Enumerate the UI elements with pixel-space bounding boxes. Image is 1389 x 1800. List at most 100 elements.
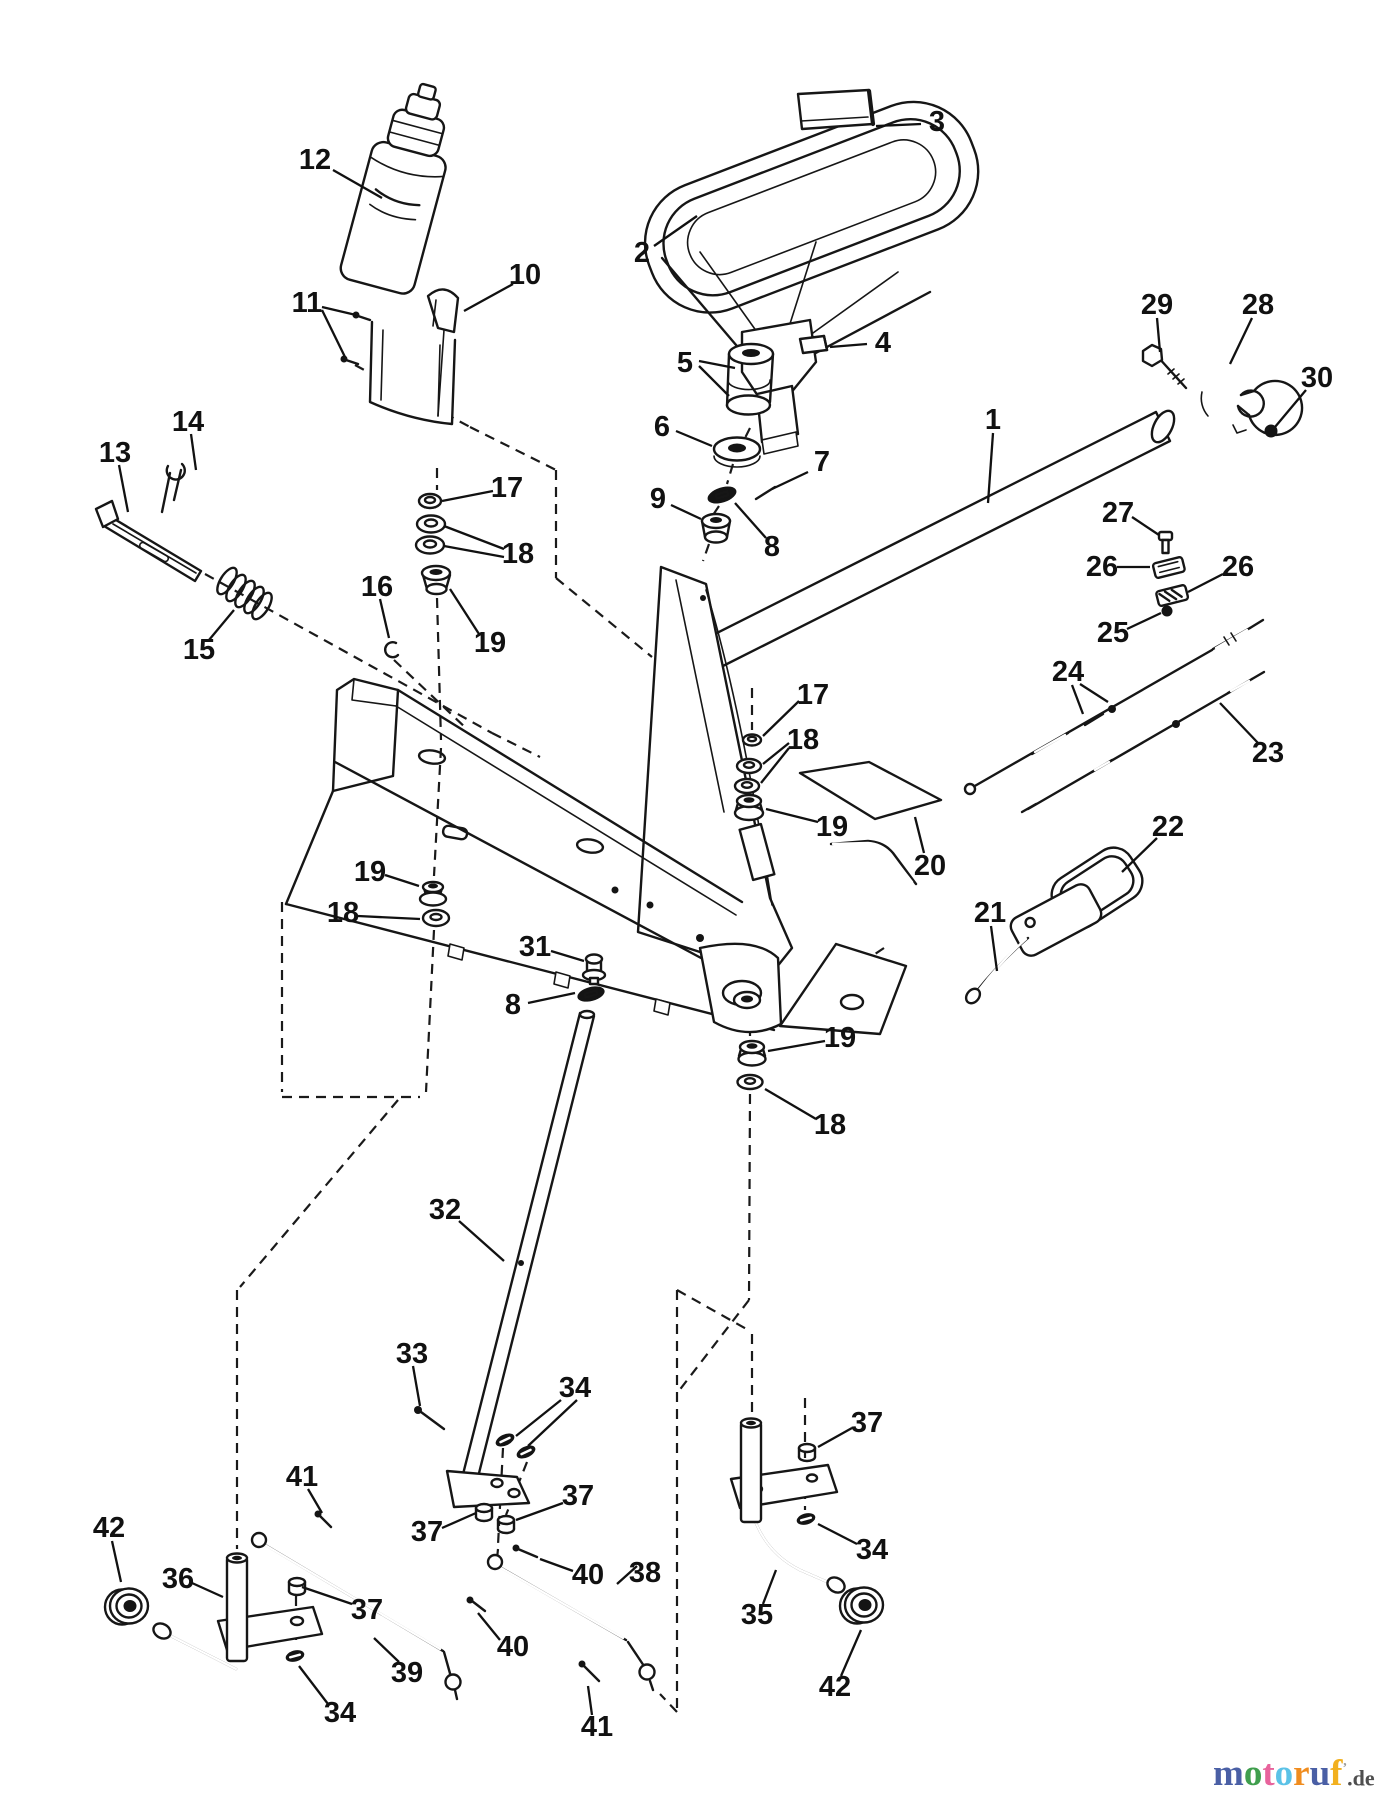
- part-label-2: 2: [634, 237, 650, 269]
- part-label-8: 8: [764, 531, 780, 563]
- keyed-washer-8b: [577, 986, 605, 1002]
- part-label-19: 19: [474, 627, 506, 659]
- leader-line-39: [373, 1637, 400, 1663]
- washer-stack-right-upper: [733, 733, 765, 822]
- leader-line-13: [117, 464, 130, 513]
- wheel-bearing-right-42: [838, 1586, 885, 1625]
- water-bottle: [339, 82, 447, 295]
- part-label-14: 14: [172, 406, 204, 438]
- spindle-left-36: [152, 1552, 324, 1671]
- part-label-33: 33: [396, 1338, 428, 1370]
- leader-line-42: [110, 1540, 123, 1583]
- part-label-38: 38: [629, 1557, 661, 1589]
- leader-line-18: [764, 1088, 817, 1120]
- leader-line-29: [1155, 317, 1162, 353]
- part-label-6: 6: [654, 411, 670, 443]
- part-label-17: 17: [797, 679, 829, 711]
- shoulder-bolt-31: [581, 953, 607, 986]
- steering-tower: [636, 565, 794, 980]
- leader-line-41: [307, 1488, 323, 1514]
- flange-nuts-34: [285, 1433, 816, 1662]
- roll-pin-7: [754, 485, 777, 501]
- part-label-28: 28: [1242, 289, 1274, 321]
- steering-key: [798, 334, 829, 355]
- cotter-pins-40-41: [314, 1510, 601, 1683]
- leader-line-18: [762, 742, 790, 765]
- label-leader-lines: [110, 122, 1307, 1716]
- leader-line-30: [1274, 389, 1307, 428]
- hex-bolt-29: [1141, 343, 1188, 390]
- part-label-32: 32: [429, 1194, 461, 1226]
- leader-line-33: [411, 1365, 422, 1407]
- steering-crank-21: [829, 839, 1103, 1005]
- part-label-18: 18: [502, 538, 534, 570]
- part-label-30: 30: [1301, 362, 1333, 394]
- part-label-34: 34: [324, 1697, 356, 1729]
- steering-cap-plate: [796, 88, 876, 131]
- leader-line-6: [675, 429, 713, 448]
- leader-line-16: [378, 598, 391, 639]
- flat-washer-6: [712, 436, 762, 468]
- leader-line-14: [189, 433, 198, 471]
- part-label-7: 7: [814, 446, 830, 478]
- leader-line-8: [527, 991, 576, 1005]
- part-label-40: 40: [572, 1559, 604, 1591]
- part-label-19: 19: [816, 811, 848, 843]
- part-label-11: 11: [292, 287, 323, 319]
- drag-link-shaft-32: [445, 1009, 596, 1509]
- part-label-24: 24: [1052, 656, 1084, 688]
- steering-bushing: [725, 342, 775, 416]
- leader-line-3: [875, 122, 922, 128]
- part-label-27: 27: [1102, 497, 1134, 529]
- leader-line-15: [208, 609, 235, 641]
- leader-line-37: [301, 1585, 353, 1606]
- leader-line-4: [829, 342, 868, 349]
- e-clip-16: [383, 641, 400, 659]
- spacer-bushings-37: [287, 1442, 817, 1597]
- leader-line-25: [1126, 611, 1162, 631]
- leader-line-19: [765, 807, 819, 824]
- front-axle-channel: [284, 677, 908, 1036]
- spindle-right-35: [729, 1417, 846, 1594]
- leader-line-17: [441, 489, 494, 503]
- leader-line-35: [761, 1569, 778, 1605]
- leader-line-18: [760, 747, 790, 784]
- part-label-36: 36: [162, 1563, 194, 1595]
- control-cables: [963, 618, 1266, 814]
- part-label-39: 39: [391, 1657, 423, 1689]
- wheel-bearing-left-42: [103, 1587, 150, 1626]
- part-label-34: 34: [559, 1372, 591, 1404]
- steering-wheel: [643, 100, 980, 455]
- part-label-9: 9: [650, 483, 666, 515]
- leader-line-31: [550, 949, 585, 963]
- part-label-41: 41: [581, 1711, 613, 1743]
- shoulder-screw-27: [1157, 530, 1174, 555]
- motoruf-letter: f: [1330, 1753, 1343, 1795]
- leader-line-37: [441, 1511, 477, 1530]
- part-label-31: 31: [519, 931, 551, 963]
- leader-line-34: [298, 1665, 329, 1705]
- cage-screws: [340, 311, 372, 366]
- part-label-12: 12: [299, 144, 331, 176]
- part-label-4: 4: [875, 327, 891, 359]
- part-label-22: 22: [1152, 811, 1184, 843]
- cable-clips-26: [1151, 556, 1190, 607]
- part-label-20: 20: [914, 850, 946, 882]
- part-label-26: 26: [1086, 551, 1118, 583]
- leader-line-9: [670, 503, 702, 521]
- part-label-17: 17: [491, 472, 523, 504]
- part-label-26: 26: [1222, 551, 1254, 583]
- leader-line-18: [443, 544, 505, 559]
- part-label-37: 37: [851, 1407, 883, 1439]
- part-label-37: 37: [411, 1516, 443, 1548]
- part-label-13: 13: [99, 437, 131, 469]
- bottle-cage-bracket: [368, 288, 460, 426]
- leader-line-5: [698, 359, 736, 370]
- leader-line-5: [698, 365, 730, 397]
- push-nut-30: [1264, 424, 1278, 438]
- part-label-42: 42: [93, 1512, 125, 1544]
- part-label-37: 37: [351, 1594, 383, 1626]
- motoruf-logo: motoruf’.de: [1213, 1752, 1375, 1795]
- leader-line-27: [1131, 516, 1160, 536]
